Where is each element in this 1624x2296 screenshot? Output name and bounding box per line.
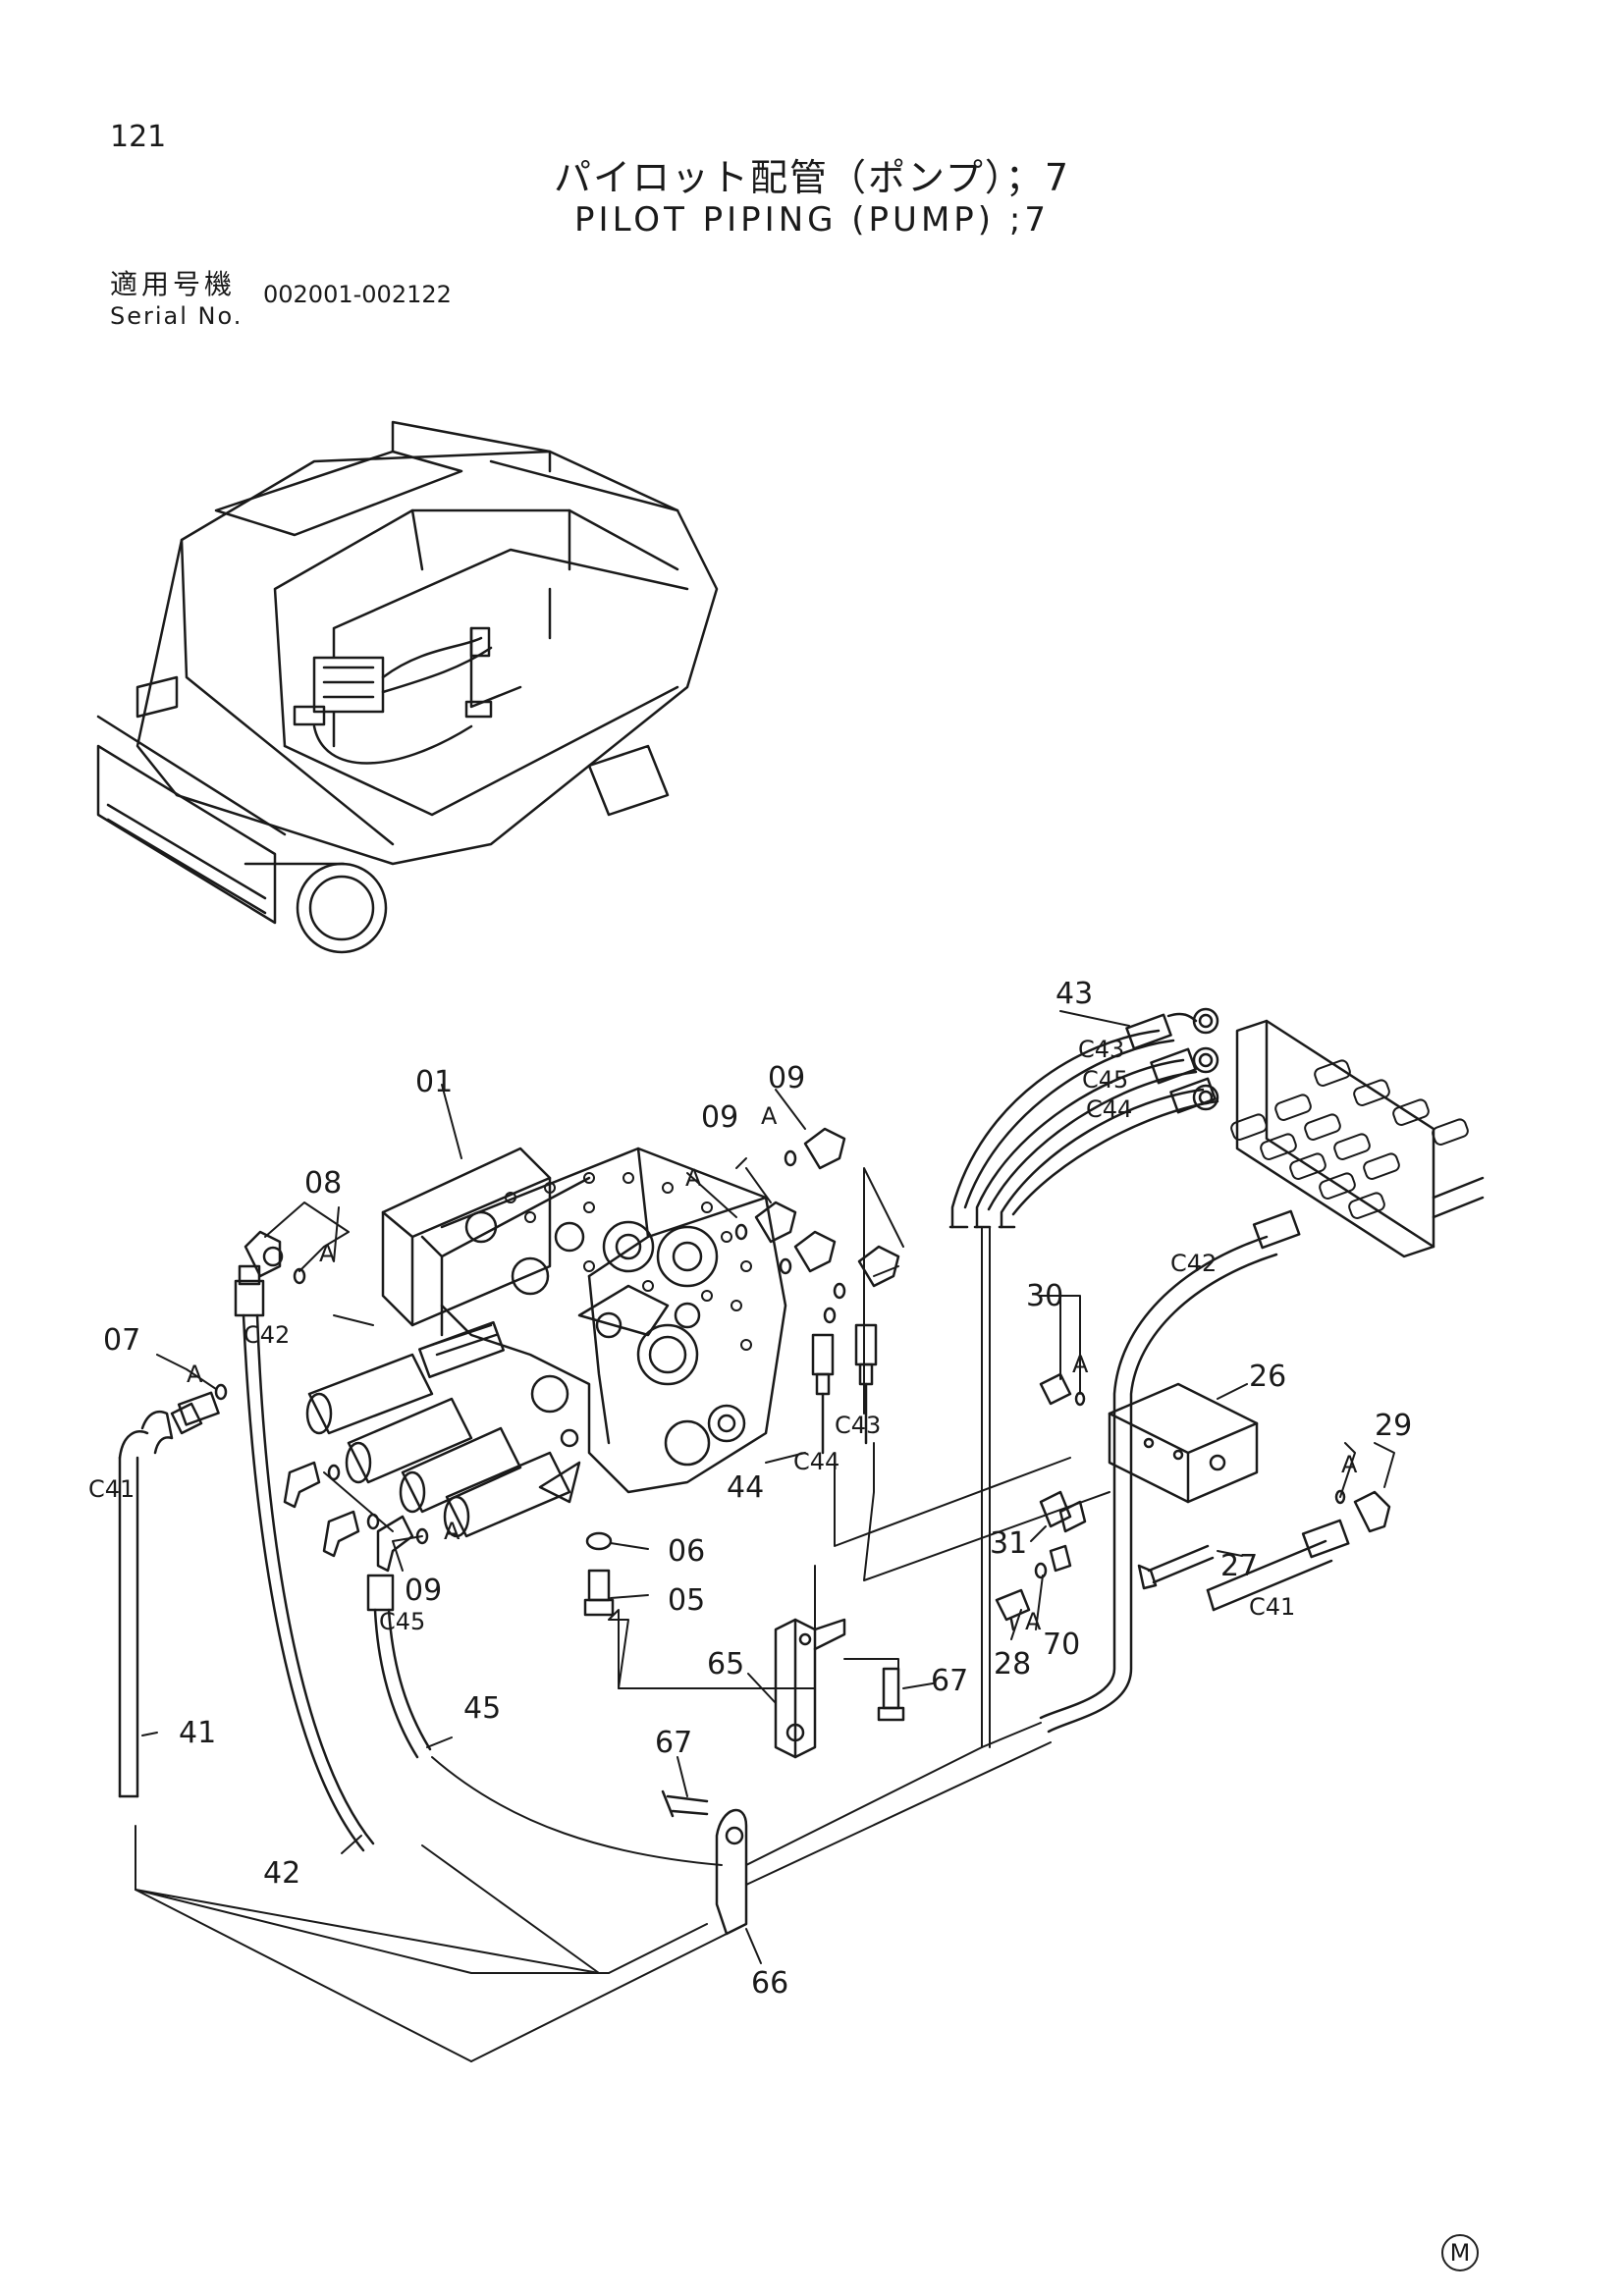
junction-block [995,1372,1391,1631]
conn-mark-c43-top: C43 [1078,1036,1124,1063]
callout-66: 66 [751,1966,788,2001]
view-mark-labels: A A A A A A A A [187,1102,1358,1635]
serial-number-range: 002001-002122 [263,281,452,308]
view-mark-a-3: A [319,1240,336,1267]
callout-45: 45 [463,1691,501,1726]
excavator-overview-drawing [96,420,719,954]
view-mark-a-2: A [685,1164,702,1192]
callout-26: 26 [1249,1360,1286,1394]
callout-29: 29 [1375,1409,1412,1443]
view-mark-a-1: A [761,1102,778,1130]
conn-mark-c44-top: C44 [1086,1095,1132,1123]
view-mark-a-7: A [1341,1451,1358,1478]
hose-lines [118,1007,1350,1852]
conn-mark-c41-left: C41 [88,1475,135,1503]
serial-label-japanese: 適用号機 [110,268,237,300]
conn-mark-c42-right: C42 [1170,1250,1217,1277]
callout-09-top: 09 [768,1061,805,1095]
valve-fittings [140,1127,900,1617]
clamps-and-brackets [661,1618,905,1936]
callout-44: 44 [727,1470,764,1505]
callout-67-left: 67 [655,1726,692,1760]
conn-mark-c41-right: C41 [1249,1593,1295,1621]
callout-27: 27 [1220,1549,1258,1583]
callout-41: 41 [179,1716,216,1750]
callout-06: 06 [668,1534,705,1569]
view-mark-a-5: A [444,1518,460,1545]
conn-mark-c43-bottom: C43 [835,1412,881,1439]
conn-mark-c42-left: C42 [244,1321,290,1349]
callout-42: 42 [263,1856,300,1891]
manufacturer-mark: M [1441,2234,1479,2271]
serial-label-english: Serial No. [110,302,244,330]
callout-09-bottom: 09 [405,1574,442,1608]
callout-30: 30 [1026,1279,1063,1313]
view-mark-a-6: A [1072,1351,1089,1378]
callout-31: 31 [990,1526,1027,1561]
page-title-japanese: パイロット配管（ポンプ）；7 [553,156,1071,199]
pilot-manifold [1230,1019,1485,1258]
conn-mark-c44-bottom: C44 [793,1448,839,1475]
callout-01: 01 [415,1065,453,1099]
callout-labels: 01 05 06 07 08 09 09 09 26 27 28 29 30 3… [103,977,1412,2001]
callout-43: 43 [1056,977,1093,1011]
callout-09-middle: 09 [701,1100,738,1135]
view-mark-a-4: A [187,1361,203,1388]
control-valve-assembly [305,1147,787,1538]
callout-07: 07 [103,1323,140,1358]
page-title-english: PILOT PIPING (PUMP) ;7 [574,200,1050,240]
conn-mark-c45-top: C45 [1082,1066,1128,1094]
conn-mark-c45-bottom: C45 [379,1608,425,1635]
page-number: 121 [110,120,167,154]
callout-08: 08 [304,1166,342,1201]
view-mark-a-8: A [1025,1608,1042,1635]
connection-mark-labels: C43 C45 C44 C42 C42 C41 C41 C45 C44 C43 [88,1036,1295,1635]
callout-28: 28 [994,1647,1031,1682]
callout-70: 70 [1043,1628,1080,1662]
callout-67-right: 67 [931,1664,968,1698]
callout-05: 05 [668,1583,705,1618]
callout-65: 65 [707,1647,744,1682]
routing-lines [135,1010,1395,2062]
